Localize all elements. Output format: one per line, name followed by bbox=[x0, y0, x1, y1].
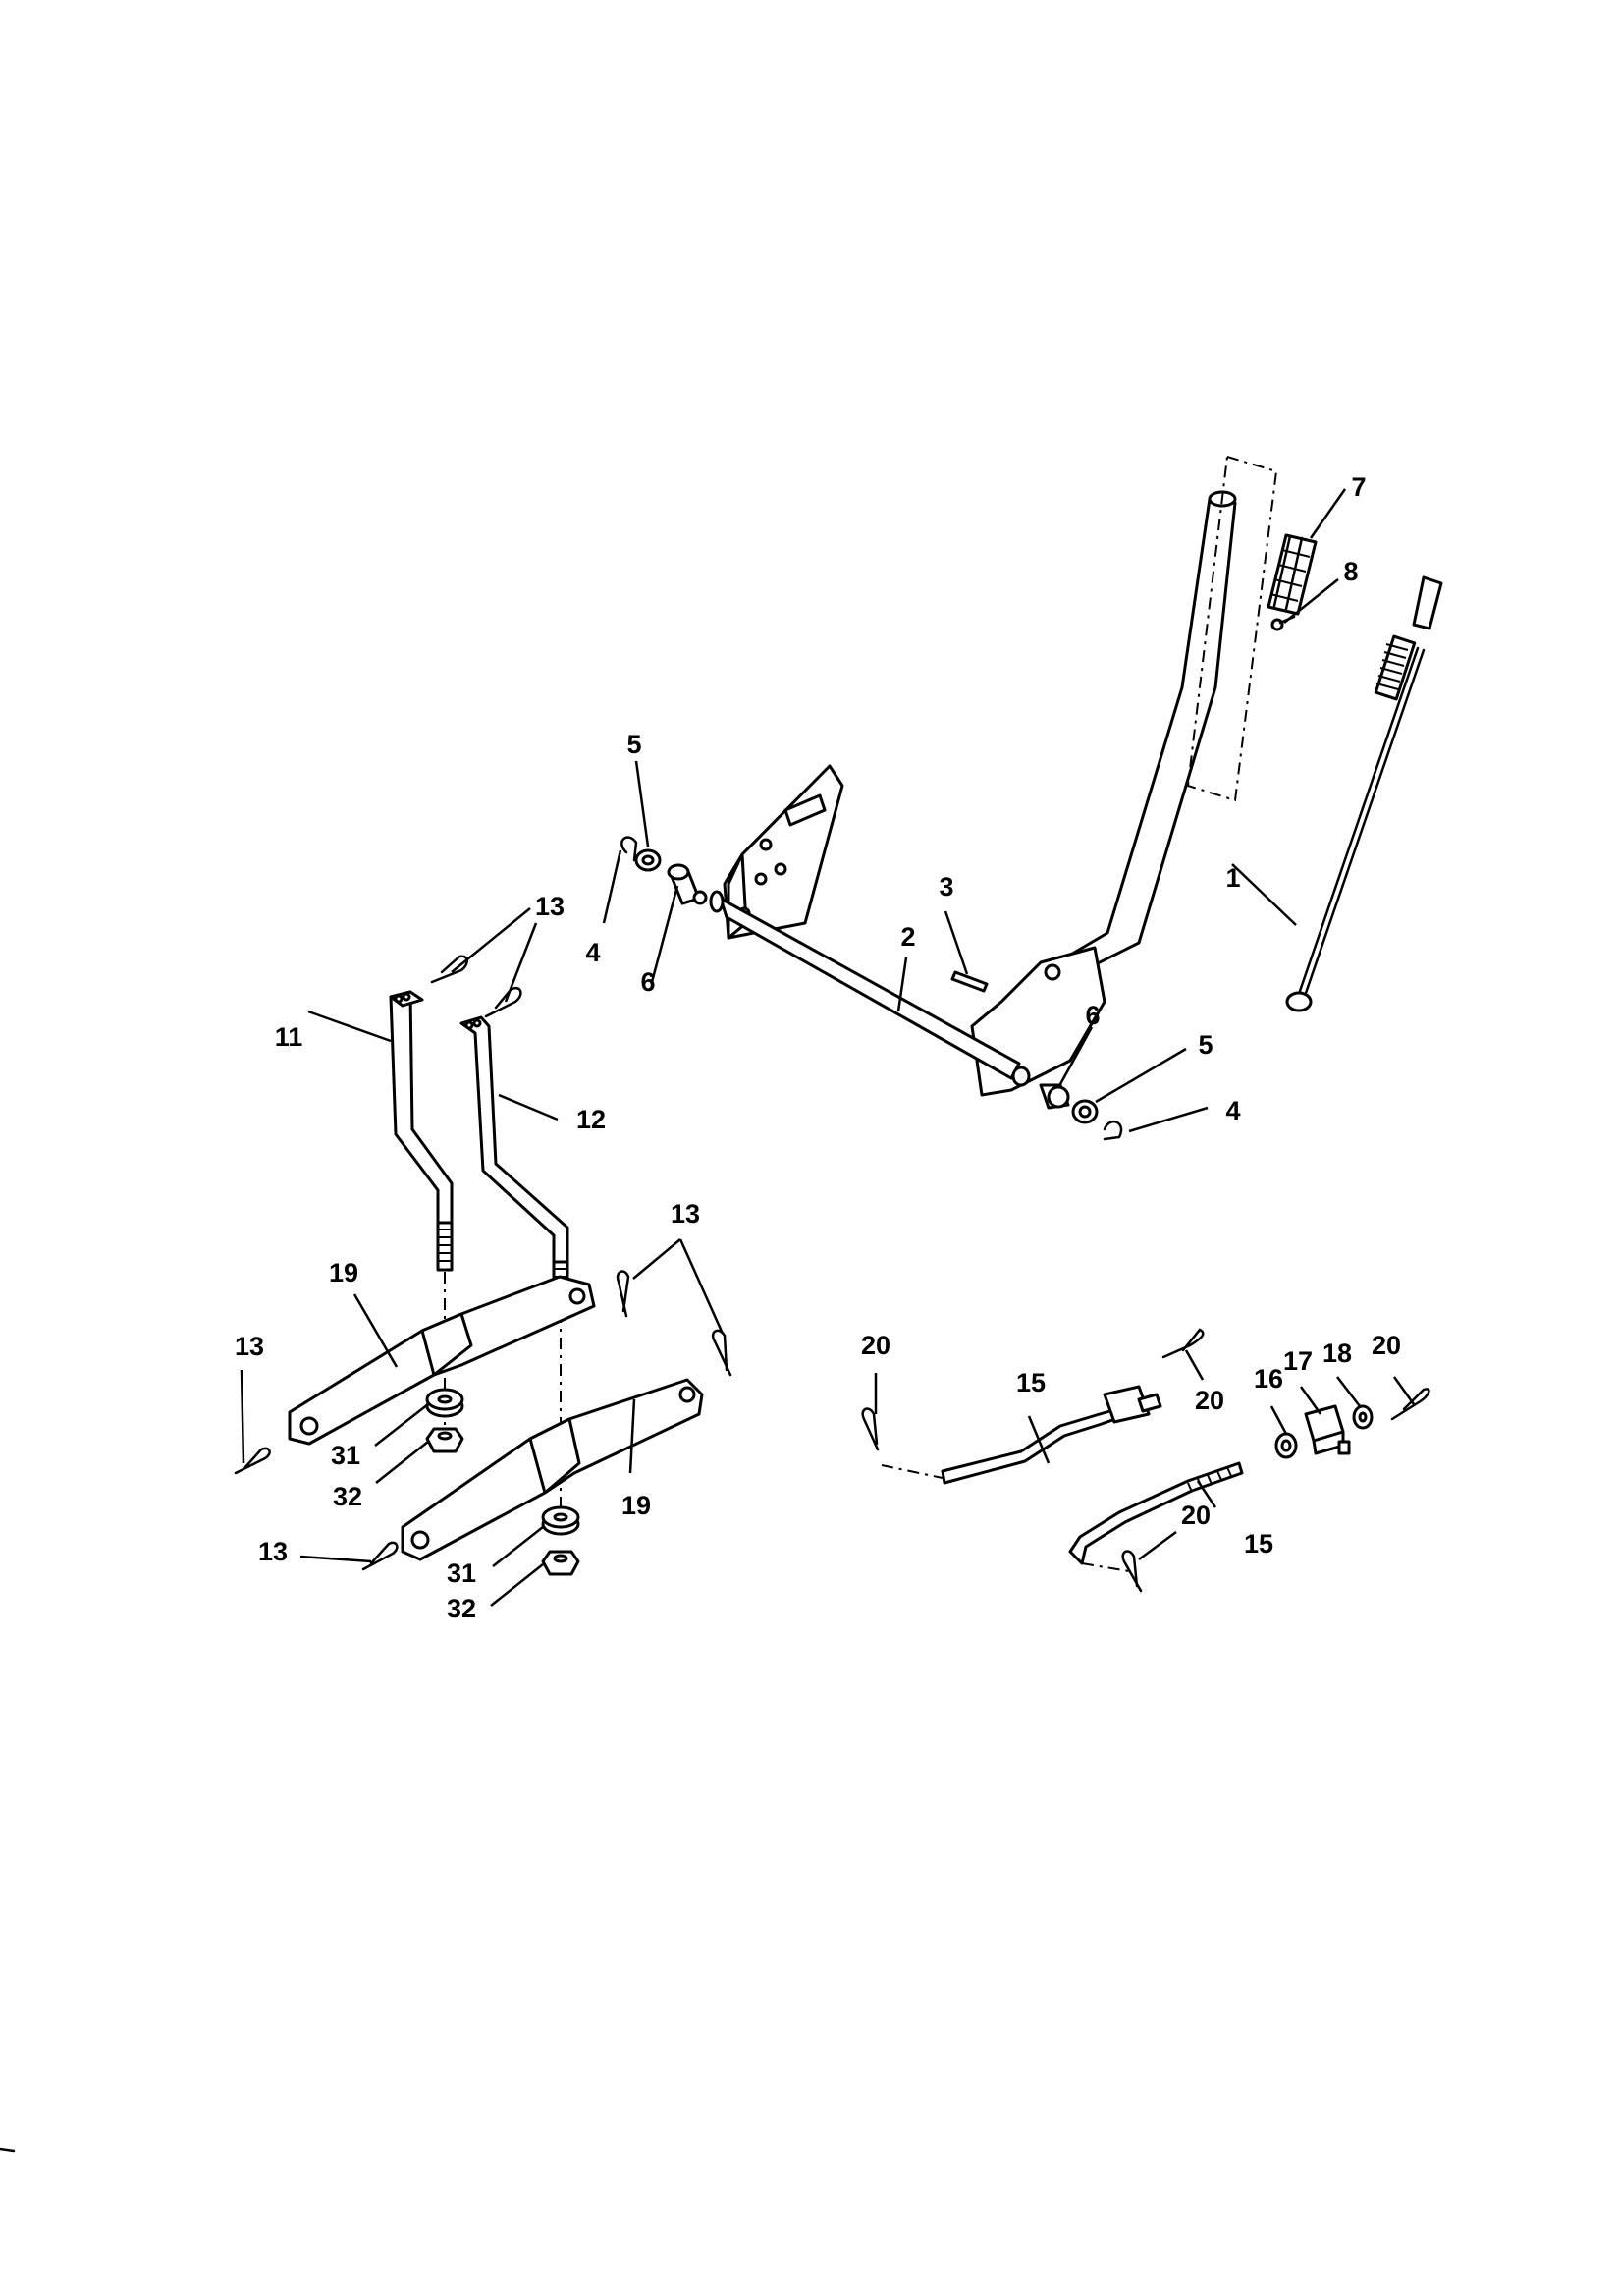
callout-20-right: 20 bbox=[1372, 1331, 1401, 1360]
callout-13-right: 13 bbox=[671, 1199, 700, 1229]
part-4-clip-left bbox=[620, 836, 638, 862]
callout-7: 7 bbox=[1351, 472, 1366, 502]
part-15-rod-upper bbox=[881, 1385, 1162, 1485]
part-5-washer-left bbox=[634, 848, 662, 872]
callout-20-left: 20 bbox=[861, 1331, 890, 1360]
part-13-clip-right-b bbox=[711, 1329, 732, 1377]
part-19-lift-arm-upper bbox=[288, 1275, 596, 1446]
part-11-lift-link bbox=[389, 990, 454, 1272]
part-13-clip-right-a bbox=[616, 1270, 630, 1318]
callout-15-upper: 15 bbox=[1016, 1368, 1046, 1397]
callout-4-left: 4 bbox=[585, 938, 600, 967]
callout-31-lower: 31 bbox=[447, 1558, 476, 1588]
part-19-lift-arm-lower bbox=[401, 1378, 704, 1561]
mounting-plate bbox=[723, 764, 844, 940]
callout-12: 12 bbox=[576, 1105, 606, 1134]
callout-1: 1 bbox=[1225, 863, 1240, 893]
callout-16: 16 bbox=[1254, 1364, 1283, 1394]
part-32-nut-lower bbox=[541, 1550, 580, 1576]
part-20-clip-lower bbox=[1121, 1550, 1143, 1593]
part-31-spacer-upper bbox=[425, 1388, 464, 1418]
callout-13-bottom: 13 bbox=[258, 1537, 288, 1566]
callout-labels: 1 2 3 4 4 5 5 6 6 7 8 11 12 13 13 13 13 … bbox=[235, 472, 1401, 1623]
callout-8: 8 bbox=[1343, 557, 1358, 586]
callout-17: 17 bbox=[1283, 1346, 1313, 1376]
callout-18: 18 bbox=[1322, 1339, 1352, 1368]
callout-6-right: 6 bbox=[1085, 1001, 1100, 1030]
callout-3: 3 bbox=[939, 872, 953, 902]
callout-19-lower: 19 bbox=[621, 1491, 651, 1520]
part-13-clip-top-a bbox=[430, 955, 468, 984]
callout-5-left: 5 bbox=[626, 730, 641, 759]
part-13-clip-top-b bbox=[484, 986, 522, 1018]
callout-20-lower: 20 bbox=[1181, 1501, 1211, 1530]
callout-5-right: 5 bbox=[1198, 1030, 1213, 1060]
part-12-lift-link bbox=[459, 1015, 569, 1311]
part-18-washer bbox=[1352, 1404, 1374, 1430]
callout-13-left: 13 bbox=[235, 1332, 264, 1361]
callout-19-upper: 19 bbox=[329, 1258, 358, 1287]
part-32-nut-upper bbox=[425, 1427, 464, 1453]
part-20-clip-upper bbox=[1161, 1328, 1205, 1359]
callout-11: 11 bbox=[275, 1022, 303, 1052]
callout-13-top: 13 bbox=[535, 892, 565, 921]
part-13-clip-left bbox=[234, 1447, 271, 1475]
part-6-bushing-left bbox=[667, 863, 708, 905]
callout-31-upper: 31 bbox=[331, 1441, 360, 1470]
part-13-clip-bottom bbox=[361, 1541, 399, 1571]
part-7-grip bbox=[1267, 533, 1318, 616]
grip-assembly-guide bbox=[1186, 455, 1278, 802]
part-17-trunnion bbox=[1304, 1404, 1351, 1455]
part-20-clip-left bbox=[861, 1407, 880, 1451]
lift-lever-handle bbox=[970, 490, 1237, 1097]
callout-32-lower: 32 bbox=[447, 1594, 476, 1623]
callout-15-lower: 15 bbox=[1244, 1529, 1273, 1558]
callout-2: 2 bbox=[900, 922, 915, 952]
part-20-clip-right bbox=[1390, 1388, 1430, 1421]
part-2-cross-shaft bbox=[709, 890, 1021, 1080]
leader-lines bbox=[240, 488, 1416, 1607]
callout-32-upper: 32 bbox=[333, 1482, 362, 1511]
part-3-key bbox=[950, 970, 989, 993]
part-1-lift-rod bbox=[1285, 575, 1443, 1012]
callout-20-upper: 20 bbox=[1195, 1386, 1224, 1415]
part-31-spacer-lower bbox=[541, 1505, 580, 1536]
callout-4-right: 4 bbox=[1225, 1096, 1240, 1125]
part-5-washer-right bbox=[1071, 1099, 1099, 1124]
callout-6-left: 6 bbox=[640, 967, 655, 997]
part-16-nut bbox=[1274, 1432, 1298, 1459]
part-4-clip-right bbox=[1103, 1120, 1123, 1141]
part-6-bushing-right bbox=[1011, 1066, 1070, 1110]
part-15-rod-lower bbox=[1068, 1461, 1244, 1572]
margin-mark bbox=[0, 2147, 16, 2153]
